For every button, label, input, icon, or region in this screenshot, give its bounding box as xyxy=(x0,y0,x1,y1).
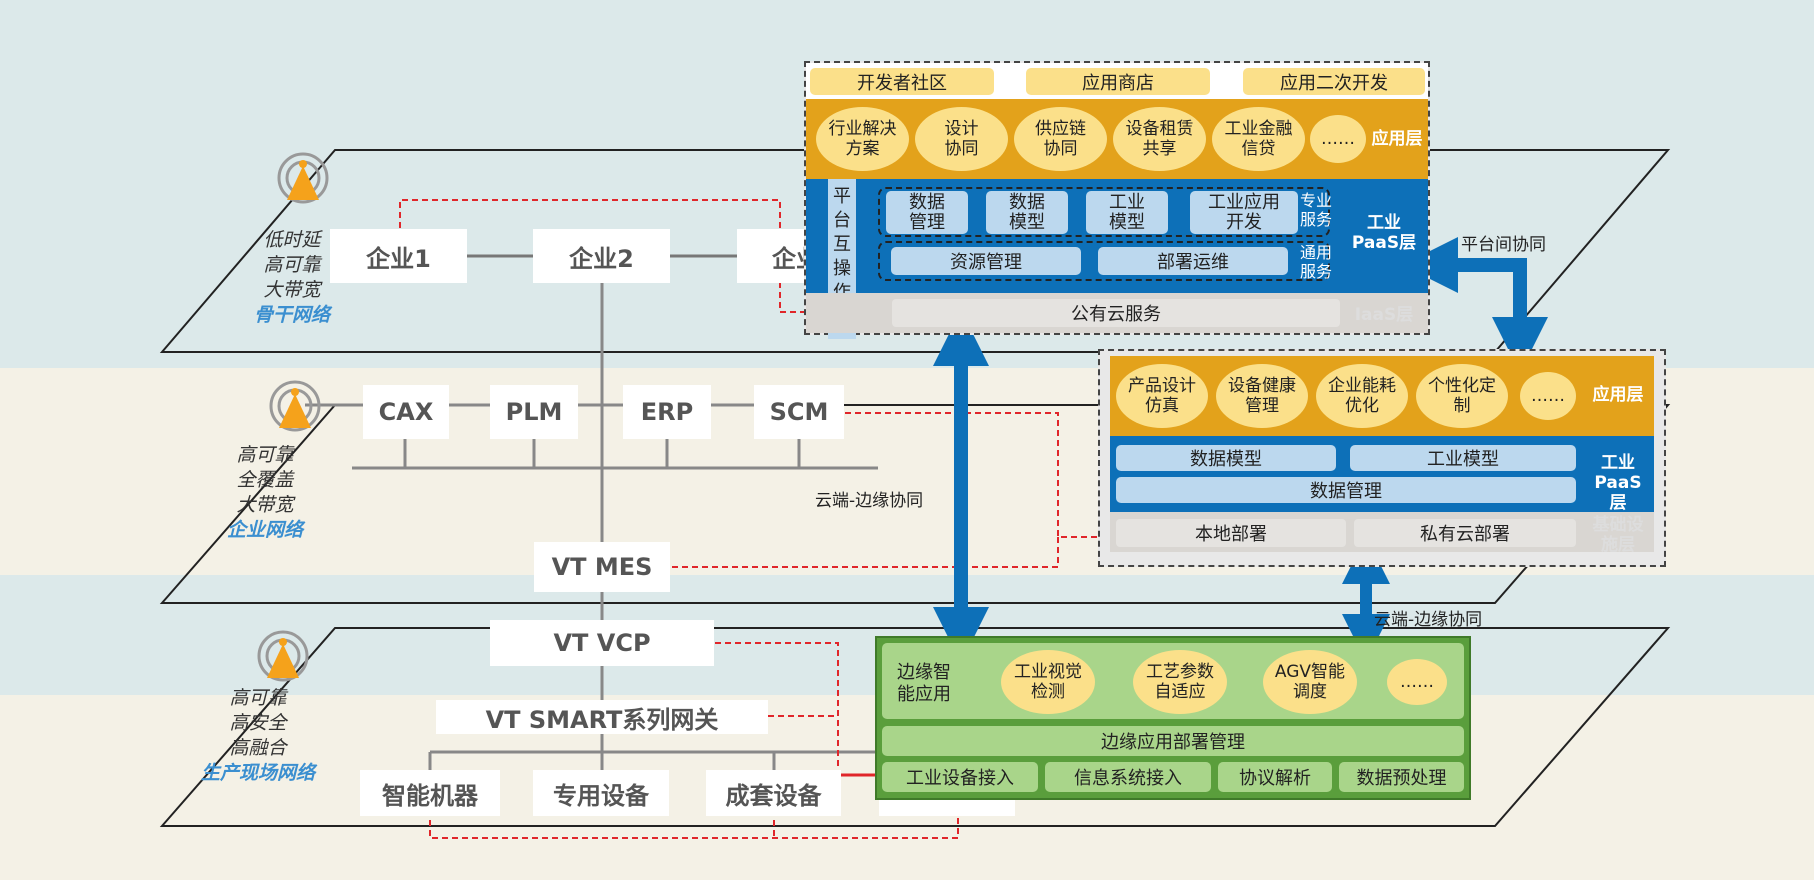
plane-backbone xyxy=(159,149,1671,353)
cloud-edge-label-2: 云端-边缘协同 xyxy=(1374,610,1483,630)
app-secondary-dev[interactable]: 应用二次开发 xyxy=(1243,68,1425,95)
general-services-label: 通用服务 xyxy=(1299,243,1332,281)
pro-services-group xyxy=(878,187,1330,237)
edge-app-agv[interactable]: AGV智能调度 xyxy=(1263,650,1357,714)
device-partial[interactable] xyxy=(879,800,1015,816)
pro-data-model[interactable]: 数据模型 xyxy=(986,191,1068,234)
app-equipment-lease[interactable]: 设备租赁共享 xyxy=(1113,107,1206,171)
pro-app-dev[interactable]: 工业应用开发 xyxy=(1190,191,1298,234)
antenna-icon xyxy=(269,380,321,432)
app-industry-solution[interactable]: 行业解决方案 xyxy=(816,107,909,171)
plane-field xyxy=(159,627,1671,827)
pro-services-label: 专业服务 xyxy=(1299,191,1332,229)
app-more[interactable]: …… xyxy=(1310,115,1366,163)
edge-protocol-parse[interactable]: 协议解析 xyxy=(1218,762,1332,792)
app-equipment-health[interactable]: 设备健康管理 xyxy=(1216,364,1308,428)
app-supply-chain[interactable]: 供应链协同 xyxy=(1014,107,1107,171)
enterprise-features: 高可靠 全覆盖 大带宽 企业网络 xyxy=(226,444,303,541)
system-vt-vcp[interactable]: VT VCP xyxy=(490,620,714,666)
app-design-collab[interactable]: 设计协同 xyxy=(915,107,1008,171)
edge-app-process[interactable]: 工艺参数自适应 xyxy=(1133,650,1227,714)
public-cloud-service[interactable]: 公有云服务 xyxy=(892,299,1340,327)
priv-data-model[interactable]: 数据模型 xyxy=(1116,445,1336,471)
pro-data-mgmt[interactable]: 数据管理 xyxy=(886,191,968,234)
backbone-features: 低时延 高可靠 大带宽 骨干网络 xyxy=(253,229,330,326)
app-customization[interactable]: 个性化定制 xyxy=(1416,364,1508,428)
system-erp[interactable]: ERP xyxy=(623,385,711,439)
node-enterprise-2[interactable]: 企业2 xyxy=(533,229,670,283)
edge-app-more[interactable]: …… xyxy=(1387,659,1447,705)
system-plm[interactable]: PLM xyxy=(490,385,578,439)
pro-industrial-model[interactable]: 工业模型 xyxy=(1086,191,1168,234)
device-complete-set[interactable]: 成套设备 xyxy=(706,770,841,816)
public-iaas-label: IaaS层 xyxy=(1354,305,1414,325)
edge-deploy-mgmt[interactable]: 边缘应用部署管理 xyxy=(882,726,1464,756)
general-services-group xyxy=(878,241,1330,281)
public-app-layer-label: 应用层 xyxy=(1371,129,1423,149)
edge-platform: 边缘智能应用 工业视觉检测 工艺参数自适应 AGV智能调度 …… 边缘应用部署管… xyxy=(875,636,1471,800)
app-industrial-finance[interactable]: 工业金融信贷 xyxy=(1212,107,1305,171)
public-paas-label: 工业PaaS层 xyxy=(1351,213,1417,253)
system-cax[interactable]: CAX xyxy=(363,385,449,439)
antenna-icon xyxy=(257,630,309,682)
public-cloud-platform: 开发者社区 应用商店 应用二次开发 行业解决方案 设计协同 供应链协同 设备租赁… xyxy=(804,61,1430,339)
edge-intel-label: 边缘智能应用 xyxy=(897,662,951,705)
private-cloud-deploy[interactable]: 私有云部署 xyxy=(1354,519,1576,547)
app-product-design[interactable]: 产品设计仿真 xyxy=(1116,364,1208,428)
edge-preprocess[interactable]: 数据预处理 xyxy=(1339,762,1464,792)
gen-deploy-ops[interactable]: 部署运维 xyxy=(1098,247,1288,275)
private-app-layer-label: 应用层 xyxy=(1592,385,1644,405)
node-enterprise-1[interactable]: 企业1 xyxy=(330,229,467,283)
platform-collab-label: 平台间协同 xyxy=(1461,235,1546,255)
private-cloud-platform: 产品设计仿真 设备健康管理 企业能耗优化 个性化定制 …… 应用层 数据模型 工… xyxy=(1098,349,1666,567)
priv-data-mgmt[interactable]: 数据管理 xyxy=(1116,477,1576,503)
device-smart-machine[interactable]: 智能机器 xyxy=(360,770,500,816)
edge-device-access[interactable]: 工业设备接入 xyxy=(882,762,1038,792)
device-special[interactable]: 专用设备 xyxy=(533,770,669,816)
system-vt-mes[interactable]: VT MES xyxy=(534,542,670,592)
edge-app-visual[interactable]: 工业视觉检测 xyxy=(1001,650,1095,714)
priv-industrial-model[interactable]: 工业模型 xyxy=(1350,445,1576,471)
interop-label: 平台互操作 xyxy=(833,186,851,303)
plane-enterprise xyxy=(159,404,1671,604)
system-scm[interactable]: SCM xyxy=(754,385,844,439)
app-more-private[interactable]: …… xyxy=(1520,372,1576,420)
antenna-icon xyxy=(277,152,329,204)
app-energy-opt[interactable]: 企业能耗优化 xyxy=(1316,364,1408,428)
private-infra-label: 基础设施层 xyxy=(1592,515,1644,555)
local-deploy[interactable]: 本地部署 xyxy=(1116,519,1346,547)
app-store[interactable]: 应用商店 xyxy=(1026,68,1210,95)
private-paas-label: 工业PaaS层 xyxy=(1594,453,1642,513)
gen-resource-mgmt[interactable]: 资源管理 xyxy=(891,247,1081,275)
developer-community[interactable]: 开发者社区 xyxy=(810,68,994,95)
edge-system-access[interactable]: 信息系统接入 xyxy=(1045,762,1211,792)
field-features: 高可靠 高安全 高融合 生产现场网络 xyxy=(200,687,315,784)
vt-smart-gateway[interactable]: VT SMART系列网关 xyxy=(436,700,768,734)
cloud-edge-label-1: 云端-边缘协同 xyxy=(815,491,924,511)
